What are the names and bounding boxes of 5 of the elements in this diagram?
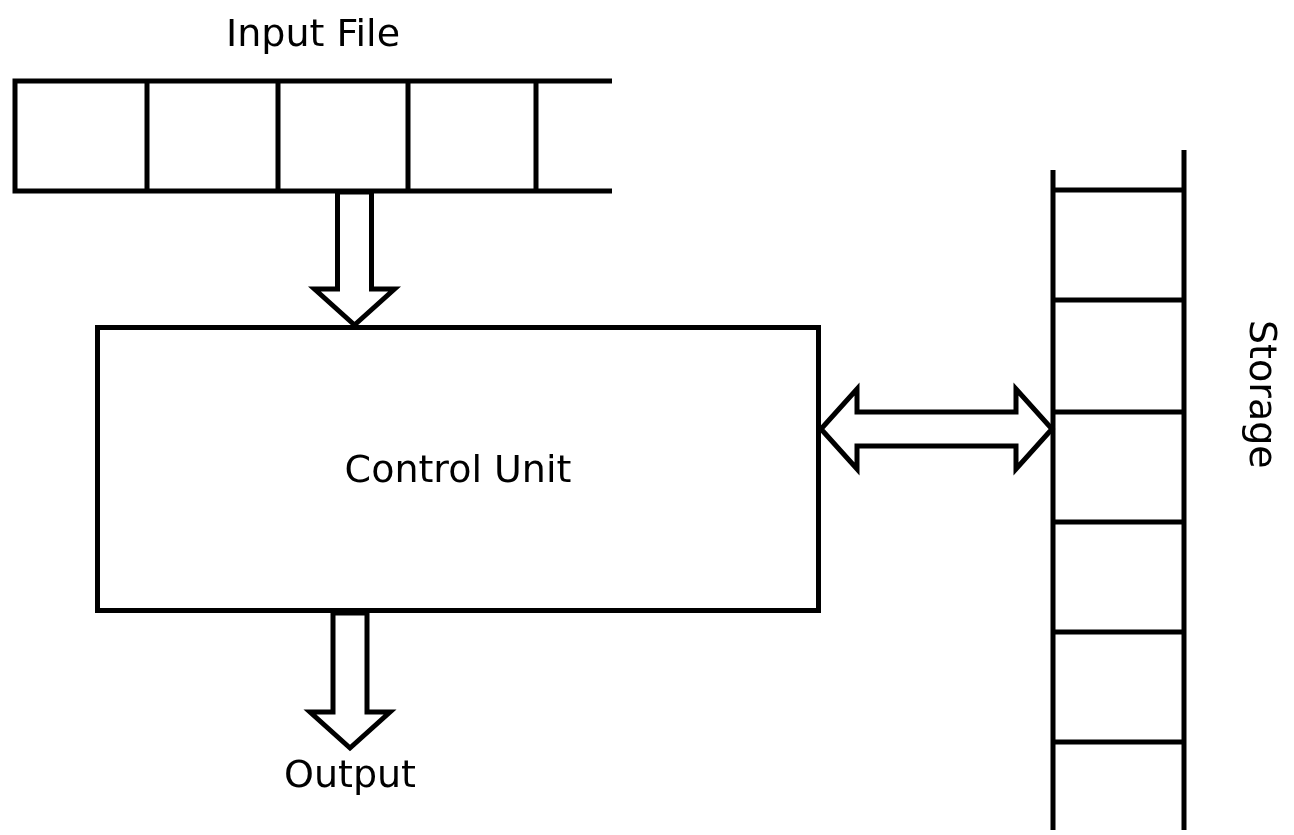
storage-label: Storage (1240, 320, 1284, 469)
block-arrow (303, 610, 397, 752)
tape-title: Input File (224, 12, 402, 56)
process-box: Control Unit (95, 325, 821, 613)
output-label: Output (262, 752, 438, 808)
